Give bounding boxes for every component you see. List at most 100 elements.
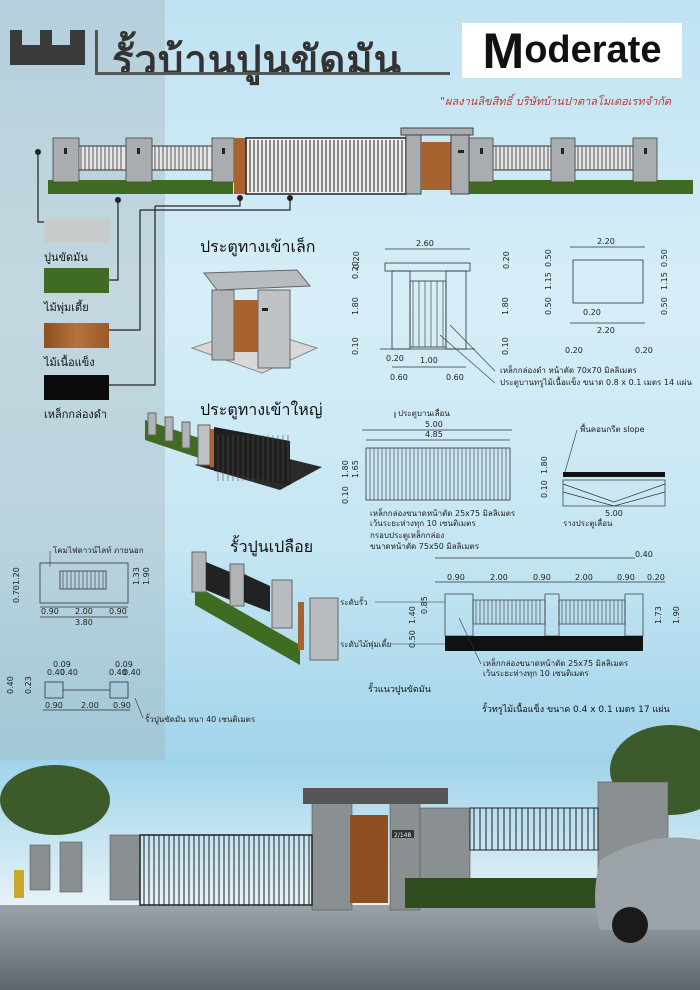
dim-sg-inner: 1.00	[420, 356, 438, 365]
big-gate-3d	[145, 412, 322, 490]
swatch-polished-cement	[44, 218, 109, 243]
dim-fp-6: 0.40	[6, 676, 15, 694]
dim-plan-h2-r: 1.15	[660, 272, 669, 290]
small-gate-notes: เหล็กกล่องดำ หน้าตัด 70x70 มิลลิเมตร ประ…	[439, 324, 692, 388]
lbl-concrete-slope: พื้นคอนกรีต slope	[580, 423, 645, 434]
dim-fp-8: 0.90	[45, 701, 63, 710]
note-bg-2: เว้นระยะห่างทุก 10 เซนติเมตร	[370, 519, 476, 528]
fence-elevation-main: 0.40 0.20 0.90 2.00 0.90 2.00 0.90 ระดับ…	[340, 550, 681, 678]
dim-sg-width: 2.60	[416, 239, 434, 248]
big-gate-frame-notes: กรอบประตูเหล็กกล่อง ขนาดหน้าตัด 75x50 มิ…	[370, 530, 480, 551]
lbl-shrub-level: ระดับไม้พุ่มเตี้ย	[340, 638, 391, 649]
note-wood-slats: รั้วทรูไม้เนื้อแข็ง ขนาด 0.4 x 0.1 เมตร …	[482, 705, 670, 715]
dim-sg-htop: 0.20	[352, 251, 361, 269]
fence-plan: 0.09 0.40 0.40 0.09 0.40 0.40 0.40 0.23 …	[6, 660, 256, 725]
dim-bgs-h1: 1.80	[540, 456, 549, 474]
big-gate-side-section: พื้นคอนกรีต slope 1.80 0.10 5.00 รางประต…	[540, 423, 666, 529]
section-title-fence: รั้วปูนเปลือย	[230, 537, 314, 556]
dim-fe-w1: 0.90	[41, 607, 59, 616]
dim-sg-hmain-r: 1.80	[501, 297, 510, 315]
dim-fm-hc: 0.50	[408, 630, 417, 648]
note-cement-line: รั้วแนวปูนขัดมัน	[368, 685, 431, 695]
swatch-label-steel: เหล็กกล่องดำ	[44, 408, 108, 421]
lbl-sliding-gate: ประตูบานเลื่อน	[398, 407, 450, 419]
dim-bg-h1: 1.80	[341, 460, 350, 478]
dim-plan-h1-r: 0.50	[660, 249, 669, 267]
dim-sg-hmid: 0.20	[351, 261, 360, 279]
dim-bg-h2: 1.65	[351, 460, 360, 478]
dim-fm-hd: 1.73	[654, 606, 663, 624]
swatch-label-shrub: ไม้พุ่มเตี้ย	[44, 301, 89, 314]
note-fm-1: เหล็กกล่องขนาดหน้าตัด 25x75 มิลลิเมตร	[483, 658, 629, 668]
fence-elevation-overview	[48, 127, 693, 195]
copyright-note: "ผลงานลิขสิทธิ์ บริษัทบ้านปาตาลโมเดอเรทจ…	[440, 95, 672, 108]
fence-3d	[191, 551, 339, 665]
section-title-small-gate: ประตูทางเข้าเล็ก	[200, 237, 316, 256]
dim-fe-h3: 1.33	[132, 567, 141, 585]
lbl-rail: รางประตูเลื่อน	[563, 517, 613, 529]
dim-fe-total: 3.80	[75, 618, 93, 627]
dim-fp-0: 0.09	[53, 660, 71, 669]
dim-bg-w2: 4.85	[425, 430, 443, 439]
small-gate-plan: 2.20 0.50 1.15 0.50 0.50 1.15 0.50 0.20 …	[544, 237, 669, 355]
fence-elevation-small: โคมไฟดาวน์ไลท์ ภายนอก 1.20 0.70 1.33 1.9…	[12, 545, 151, 627]
dim-fp-1: 0.40	[47, 668, 65, 677]
dim-fm-extra1: 0.40	[635, 550, 653, 559]
dim-fp-7: 0.23	[24, 676, 33, 694]
dim-sg-htop-r: 0.20	[502, 251, 511, 269]
page-title: รั้วบ้านปูนขัดมัน	[112, 38, 402, 84]
dim-fm-hb: 0.85	[420, 596, 429, 614]
dim-fm-t3: 2.00	[575, 573, 593, 582]
dim-fp-10: 0.90	[113, 701, 131, 710]
dim-plan-h3: 0.50	[544, 297, 553, 315]
dim-fe-h4: 1.90	[142, 567, 151, 585]
dim-bgs-w: 5.00	[605, 509, 623, 518]
note-sg-steel: เหล็กกล่องดำ หน้าตัด 70x70 มิลลิเมตร	[500, 365, 638, 375]
dim-plan-h1: 0.50	[544, 249, 553, 267]
dim-sg-col: 0.20	[386, 354, 404, 363]
swatch-hardwood	[44, 323, 109, 348]
dim-sg-hbase-r: 0.10	[501, 337, 510, 355]
material-leader-lines	[35, 149, 293, 386]
dim-fm-t2: 0.90	[533, 573, 551, 582]
dim-fm-extra2: 0.20	[647, 573, 665, 582]
dim-plan-h3-r: 0.50	[660, 297, 669, 315]
dim-fm-t0: 0.90	[447, 573, 465, 582]
lbl-downlight: โคมไฟดาวน์ไลท์ ภายนอก	[53, 545, 144, 555]
dim-fe-h1: 1.20	[12, 567, 21, 585]
section-title-big-gate: ประตูทางเข้าใหญ่	[200, 400, 323, 419]
note-fence-thickness: รั้วปูนขัดมัน หนา 40 เซนติเมตร	[145, 713, 256, 725]
note-fm-2: เว้นระยะห่างทุก 10 เซนติเมตร	[483, 669, 589, 678]
note-bg-1: เหล็กกล่องขนาดหน้าตัด 25x75 มิลลิเมตร	[370, 508, 516, 518]
dim-plan-c2: 0.20	[565, 346, 583, 355]
dim-fp-4: 0.40	[109, 668, 127, 677]
small-gate-elevation: 2.60 0.20 0.20 1.80 0.10 0.20 1.80 0.10 …	[351, 239, 511, 382]
swatch-black-steel	[44, 375, 109, 400]
battlement-graphic	[10, 30, 85, 65]
dim-plan-h2: 1.15	[544, 272, 553, 290]
swatch-label-hardwood: ไม้เนื้อแข็ง	[44, 356, 95, 369]
dim-sg-hmain: 1.80	[351, 297, 360, 315]
dim-plan-w2: 2.20	[597, 326, 615, 335]
swatch-label-cement: ปูนขัดมัน	[44, 251, 88, 264]
dim-sg-side2: 0.60	[446, 373, 464, 382]
dim-bg-h3: 0.10	[341, 486, 350, 504]
title-bar	[95, 30, 98, 75]
dim-fm-ha: 1.40	[408, 606, 417, 624]
note-bg-3: กรอบประตูเหล็กกล่อง	[370, 530, 444, 541]
small-gate-3d	[190, 269, 319, 374]
title-underline	[95, 72, 450, 75]
dim-bg-w1: 5.00	[425, 420, 443, 429]
dim-fe-h2: 0.70	[12, 585, 21, 603]
dim-fm-he: 1.90	[672, 606, 681, 624]
big-gate-elevation: ประตูบานเลื่อน 5.00 4.85 1.80 1.65 0.10 …	[341, 407, 516, 528]
note-bg-4: ขนาดหน้าตัด 75x50 มิลลิเมตร	[370, 542, 480, 551]
dim-sg-side1: 0.60	[390, 373, 408, 382]
dim-fp-2: 0.40	[60, 668, 78, 677]
dim-fp-3: 0.09	[115, 660, 133, 669]
dim-plan-c3: 0.20	[635, 346, 653, 355]
dim-fp-5: 0.40	[123, 668, 141, 677]
logo-rest: oderate	[524, 29, 662, 71]
dim-sg-hbase: 0.10	[351, 337, 360, 355]
